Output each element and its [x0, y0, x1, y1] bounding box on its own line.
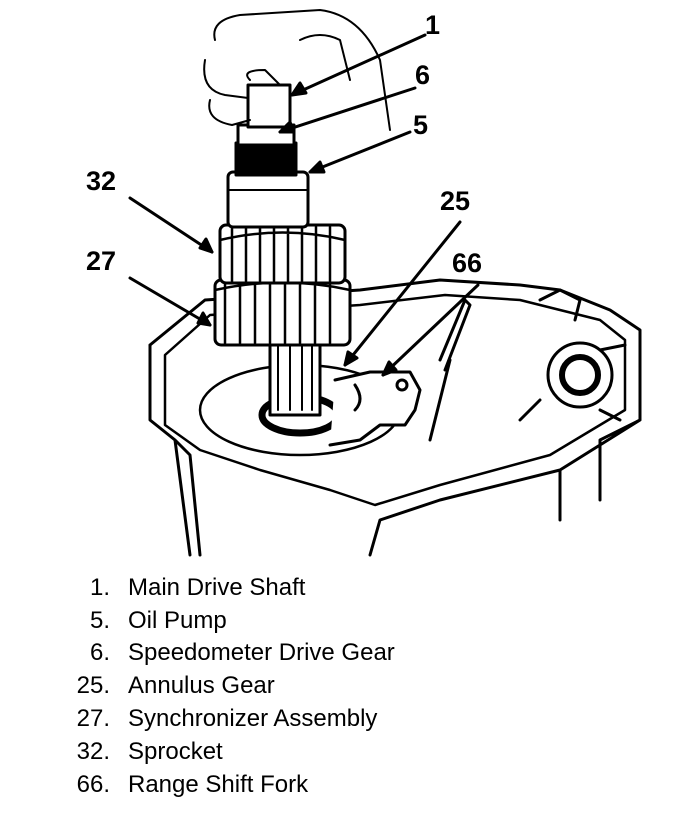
callout-arrows — [128, 33, 480, 377]
callout-25: 25 — [440, 186, 471, 216]
legend-number: 1. — [89, 574, 110, 601]
case-flange — [163, 293, 627, 507]
callout-6: 6 — [415, 60, 431, 90]
callout-1: 1 — [425, 10, 441, 40]
legend-text: Synchronizer Assembly — [128, 705, 378, 732]
legend-text: Oil Pump — [128, 607, 227, 634]
legend-text: Main Drive Shaft — [128, 574, 306, 601]
transfer-case-illustration — [128, 9, 642, 557]
legend-number: 66. — [76, 771, 110, 798]
legend-number: 6. — [89, 639, 110, 666]
legend-number: 27. — [76, 705, 110, 732]
callout-5: 5 — [413, 110, 429, 140]
legend-item: 66. Range Shift Fork — [0, 771, 600, 803]
callout-66: 66 — [452, 248, 483, 278]
oil-pump — [226, 170, 310, 229]
legend-item: 5. Oil Pump — [0, 607, 600, 639]
legend-text: Annulus Gear — [128, 672, 275, 699]
hand — [203, 9, 391, 131]
legend-text: Speedometer Drive Gear — [128, 639, 395, 666]
callout-32: 32 — [86, 166, 117, 196]
legend-number: 5. — [89, 607, 110, 634]
legend-item: 32. Sprocket — [0, 738, 600, 770]
legend-item: 1. Main Drive Shaft — [0, 574, 600, 606]
legend-item: 6. Speedometer Drive Gear — [0, 639, 600, 671]
callout-27: 27 — [86, 246, 117, 276]
legend-number: 25. — [76, 672, 110, 699]
legend-item: 25. Annulus Gear — [0, 672, 600, 704]
case-housing — [148, 278, 642, 557]
legend-text: Range Shift Fork — [128, 771, 309, 798]
shift-rail — [428, 298, 472, 442]
legend-number: 32. — [76, 738, 110, 765]
legend-item: 27. Synchronizer Assembly — [0, 705, 600, 737]
rear-bearing — [546, 341, 614, 409]
main-drive-shaft-upper — [246, 83, 292, 129]
legend-text: Sprocket — [128, 738, 223, 765]
